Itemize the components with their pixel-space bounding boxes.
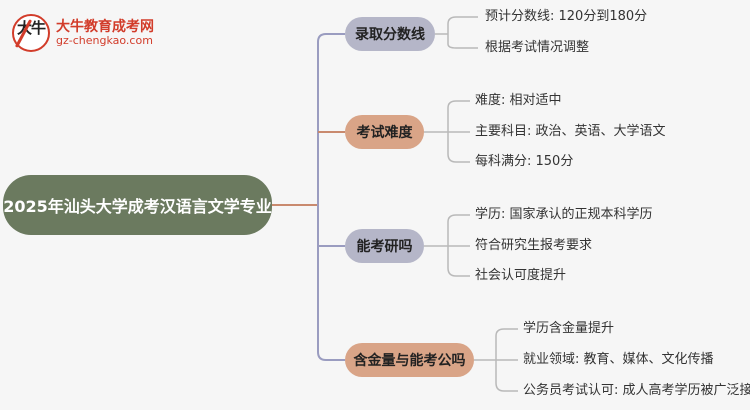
- leaf-employment-fields: 就业领域: 教育、媒体、文化传播: [523, 352, 714, 367]
- logo-site-url: gz-chengkao.com: [56, 34, 153, 47]
- leaf-civil-service: 公务员考试认可: 成人高考学历被广泛接受: [523, 383, 750, 398]
- branch-admission-score: 录取分数线: [345, 17, 435, 51]
- leaf-connectors-difficulty: [424, 100, 470, 163]
- branch-value-civil-service: 含金量与能考公吗: [345, 343, 474, 377]
- logo-site-name: 大牛教育成考网: [56, 19, 154, 35]
- leaf-connectors-score: [435, 16, 478, 49]
- site-logo[interactable]: 大牛 大牛教育成考网 gz-chengkao.com: [12, 14, 222, 52]
- logo-mark-icon: 大牛: [12, 14, 50, 52]
- leaf-score-adjust: 根据考试情况调整: [485, 40, 590, 55]
- branch-postgraduate: 能考研吗: [345, 229, 424, 263]
- root-node: 2025年汕头大学成考汉语言文学专业: [3, 175, 272, 235]
- leaf-degree-recognized: 学历: 国家承认的正规本科学历: [475, 207, 653, 222]
- branch-exam-difficulty: 考试难度: [345, 115, 424, 149]
- leaf-difficulty-level: 难度: 相对适中: [475, 93, 562, 108]
- leaf-connectors-value: [474, 328, 518, 392]
- leaf-value-increase: 学历含金量提升: [523, 321, 615, 336]
- trunk-connector: [317, 33, 345, 361]
- leaf-meets-requirements: 符合研究生报考要求: [475, 238, 593, 253]
- leaf-social-recognition: 社会认可度提升: [475, 268, 567, 283]
- leaf-main-subjects: 主要科目: 政治、英语、大学语文: [475, 124, 666, 139]
- leaf-full-score: 每科满分: 150分: [475, 154, 574, 169]
- leaf-score-estimate: 预计分数线: 120分到180分: [485, 9, 648, 24]
- leaf-connectors-grad: [424, 214, 470, 277]
